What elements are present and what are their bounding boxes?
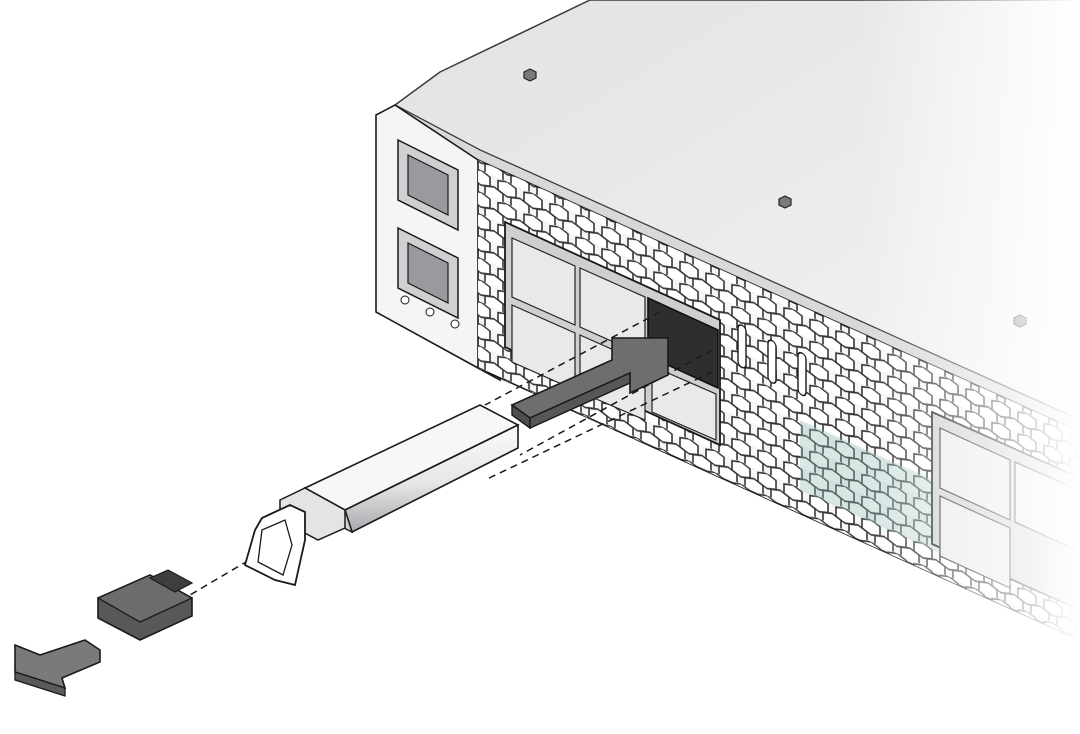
led-icon xyxy=(400,295,460,329)
arrow-left-icon xyxy=(14,639,101,697)
vent-slots xyxy=(737,324,807,397)
arrow-right-icon xyxy=(510,337,669,430)
sfp-transceiver xyxy=(243,404,520,587)
port-cage-group-1 xyxy=(504,220,721,447)
target-port xyxy=(647,296,719,390)
dust-plug xyxy=(96,569,194,641)
bail-latch xyxy=(243,504,306,587)
switch-chassis xyxy=(375,0,1080,734)
fade-overlay xyxy=(860,0,1080,734)
rj45-port-upper xyxy=(397,138,459,232)
rj45-port-lower xyxy=(397,226,459,320)
